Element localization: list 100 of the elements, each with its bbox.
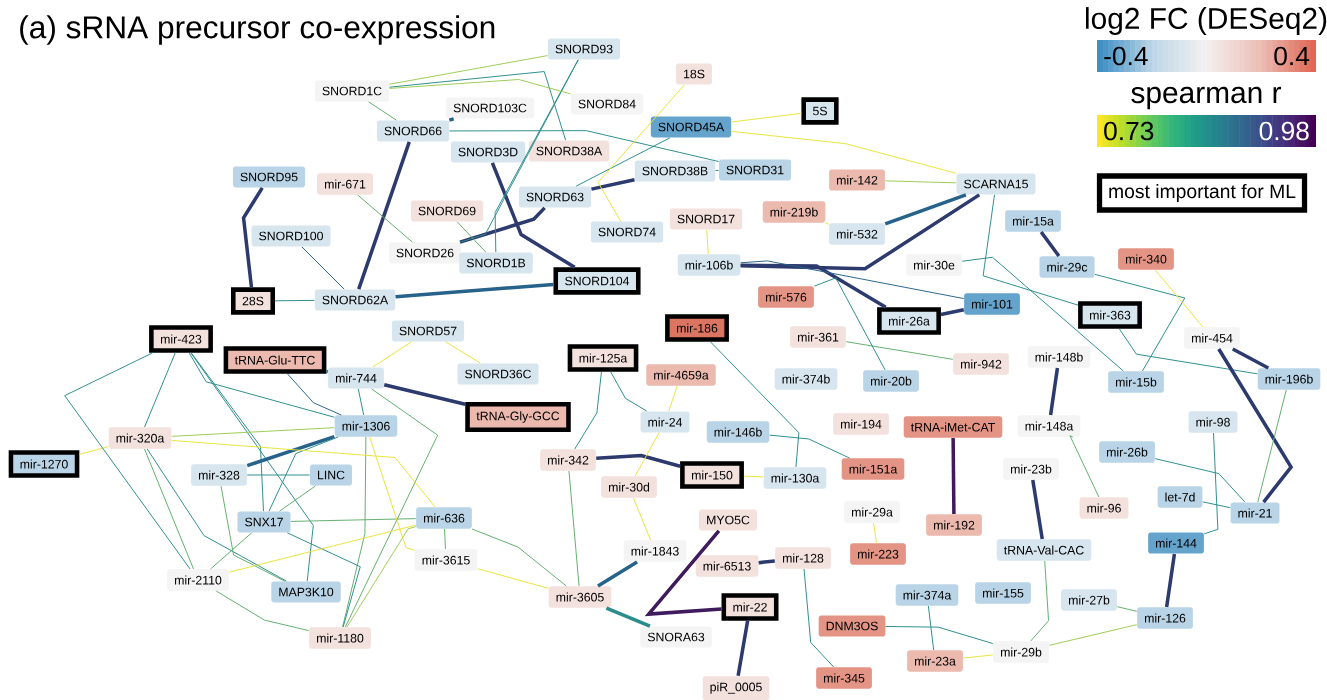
node-box: mir-27b: [1061, 589, 1117, 611]
network-edge: [927, 605, 935, 651]
important-node-box: 28S: [231, 287, 276, 315]
network-edge: [1257, 389, 1287, 503]
network-edge: [706, 229, 709, 255]
network-edge: [357, 194, 413, 243]
network-edge: [368, 101, 397, 121]
node-box: piR_0005: [702, 676, 770, 700]
network-edge: [568, 470, 580, 587]
node-box: mir-142: [829, 169, 885, 191]
network-edge: [301, 246, 345, 290]
network-edge: [171, 439, 436, 508]
important-node-box: mir-26a: [877, 307, 941, 335]
network-edge: [444, 528, 446, 550]
network-edge: [610, 371, 648, 412]
important-node-box: mir-186: [665, 314, 729, 342]
node-box: mir-223: [850, 543, 906, 565]
network-edge: [190, 352, 264, 512]
node-box: mir-361: [790, 326, 846, 348]
node-box: mir-23b: [1003, 458, 1059, 480]
node-box: mir-128: [775, 547, 831, 569]
network-edge: [357, 141, 411, 290]
network-edge: [884, 193, 967, 226]
network-edge: [456, 221, 487, 253]
network-edge: [962, 654, 994, 659]
network-edge: [246, 434, 335, 468]
node-box: mir-155: [975, 582, 1031, 604]
network-edge: [215, 590, 310, 632]
network-edge: [389, 79, 572, 95]
network-edge: [241, 186, 264, 288]
node-box: mir-148a: [1017, 415, 1081, 437]
network-edge: [1202, 501, 1231, 509]
network-edge: [459, 59, 579, 243]
network-edge: [597, 84, 685, 222]
node-box: mir-20b: [863, 370, 919, 392]
legend-box: most important for ML: [1096, 173, 1308, 213]
network-edge: [274, 299, 315, 302]
network-edge: [1164, 553, 1177, 608]
network-edge: [171, 427, 335, 437]
node-box: SNORD95: [232, 166, 306, 188]
network-edge: [982, 194, 1079, 306]
network-edge: [389, 55, 549, 85]
node-box: mir-1843: [623, 540, 687, 562]
network-edge: [769, 434, 850, 459]
important-node-box: mir-22: [721, 593, 779, 621]
network-edge: [190, 352, 314, 582]
node-box: mir-1180: [309, 627, 371, 649]
node-box: 18S: [676, 63, 712, 85]
network-edge: [731, 130, 957, 174]
tick-label: 0.4: [1274, 46, 1310, 66]
node-box: mir-454: [1184, 327, 1240, 349]
network-edge: [1154, 458, 1246, 503]
node-box: mir-340: [1118, 248, 1174, 270]
node-box: mir-23a: [907, 650, 963, 672]
network-edge: [591, 178, 635, 191]
network-edge: [634, 432, 660, 477]
network-edge: [64, 352, 191, 570]
network-edge: [1039, 230, 1061, 258]
network-edge: [1048, 367, 1060, 416]
node-box: mir-3605: [548, 586, 612, 608]
network-edge: [246, 474, 311, 476]
tick-label: 0.73: [1104, 121, 1154, 141]
node-box: mir-636: [416, 507, 472, 529]
important-node-box: mir-125a: [567, 344, 639, 372]
node-box: tRNA-Val-CAC: [996, 539, 1092, 561]
node-box: mir-29a: [844, 501, 900, 523]
node-box: mir-96: [1079, 497, 1129, 519]
node-box: SNORD66: [376, 120, 450, 142]
node-box: let-7d: [1157, 486, 1203, 508]
network-edge: [1118, 328, 1258, 375]
network-edge: [743, 475, 764, 478]
network-edge: [813, 277, 886, 371]
network-edge: [736, 620, 750, 677]
network-edge: [951, 438, 956, 514]
node-box: mir-328: [191, 464, 247, 486]
node-box: DNM3OS: [818, 615, 886, 637]
network-edge: [228, 524, 417, 573]
network-edge: [448, 117, 455, 122]
node-box: mir-15a: [1005, 210, 1061, 232]
node-box: mir-30d: [601, 476, 657, 498]
network-edge: [740, 263, 887, 309]
node-box: mir-106b: [677, 254, 741, 276]
network-edge: [596, 453, 681, 468]
network-edge: [961, 256, 1124, 372]
network-edge: [940, 308, 965, 317]
node-box: SNORD38B: [634, 160, 716, 182]
node-box: SNORD36C: [457, 363, 539, 385]
network-edge: [78, 446, 109, 455]
network-edge: [709, 341, 800, 468]
network-edge: [346, 526, 417, 628]
network-edge: [884, 180, 957, 184]
node-box: SNORD1C: [314, 80, 390, 102]
network-edge: [342, 436, 367, 628]
network-edge: [188, 352, 335, 418]
important-node-box: mir-1270: [8, 450, 80, 478]
node-box: mir-148b: [1027, 346, 1091, 368]
network-edge: [286, 532, 361, 628]
network-edge: [758, 559, 775, 565]
node-box: SNORD100: [251, 225, 331, 247]
node-box: mir-15b: [1108, 371, 1164, 393]
